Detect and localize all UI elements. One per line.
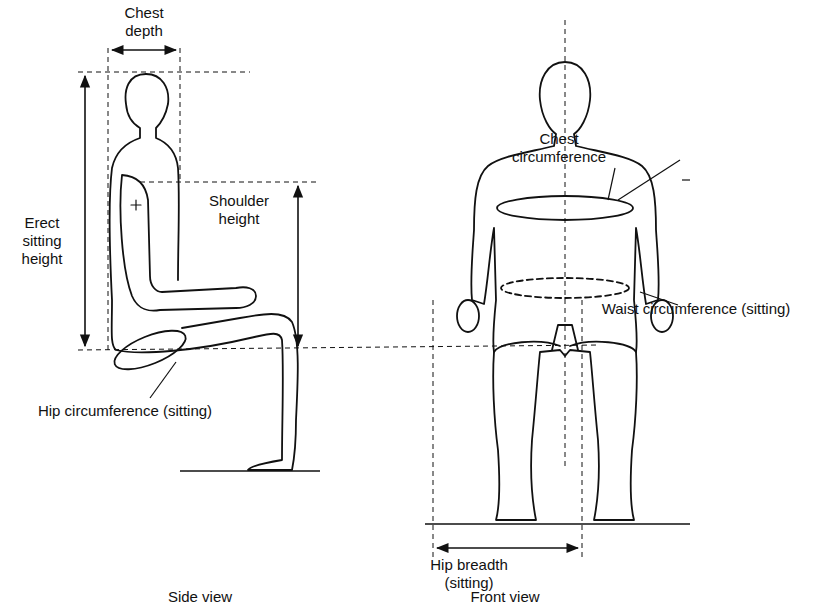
reference-lines <box>78 20 600 560</box>
leader-lines <box>150 160 690 398</box>
dimension-label: Chest circumference <box>500 130 618 166</box>
dimension-label: Hip circumference (sitting) <box>30 402 220 420</box>
floor-line <box>180 470 320 472</box>
dimension-label: Chest depth <box>112 4 176 40</box>
dimension-label: Waist circumference (sitting) <box>582 300 810 318</box>
dimension-label: Hip breadth (sitting) <box>414 556 524 592</box>
view-caption: Side view <box>150 588 250 606</box>
view-caption: Front view <box>450 588 560 606</box>
dimension-label: Erect sitting height <box>4 214 80 268</box>
floor-line <box>425 523 690 525</box>
dimension-arrows <box>85 50 578 548</box>
dimension-label: Shoulder height <box>192 192 286 228</box>
seated-figure-front <box>457 62 673 520</box>
